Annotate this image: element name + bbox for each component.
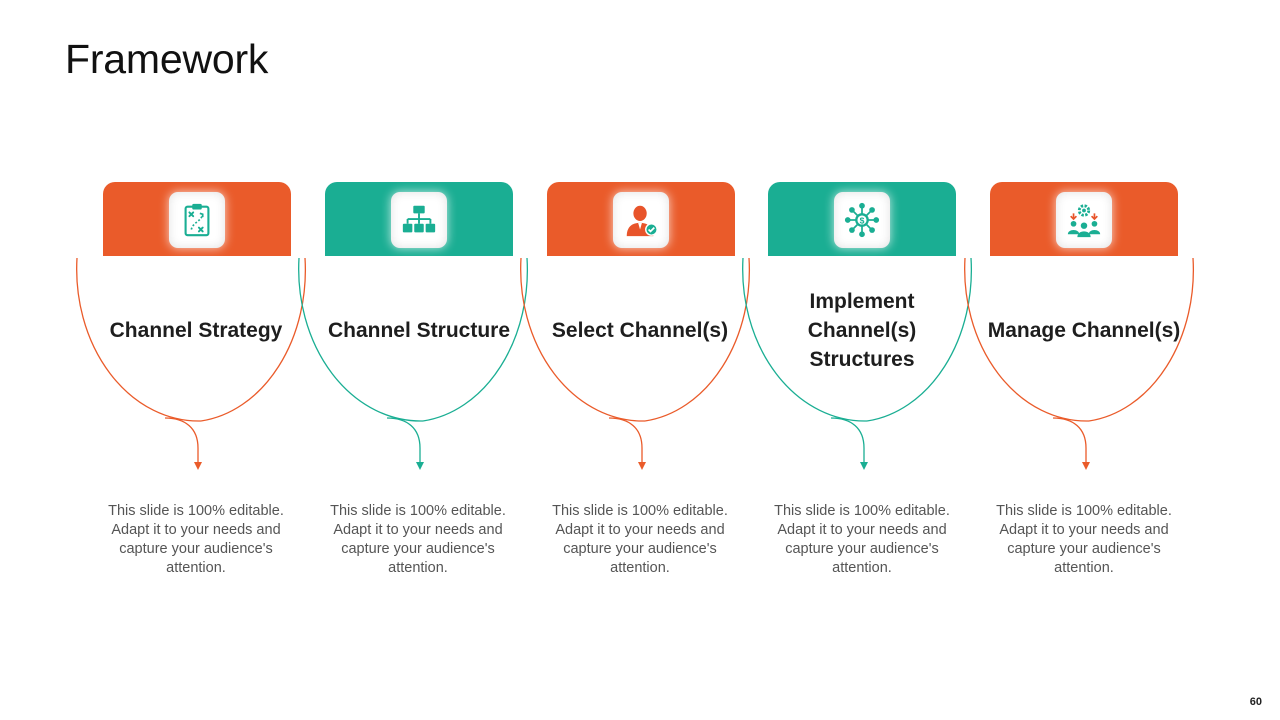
arrow-head-5 bbox=[1082, 462, 1090, 470]
connector-hook-3 bbox=[608, 417, 643, 463]
arrow-head-4 bbox=[860, 462, 868, 470]
icon-box-1 bbox=[169, 192, 225, 248]
org-chart-icon bbox=[402, 205, 436, 233]
step-header-3 bbox=[547, 182, 735, 256]
step-description-5: This slide is 100% editable. Adapt it to… bbox=[996, 503, 1172, 576]
svg-text:$: $ bbox=[860, 215, 865, 225]
step-title-3: Select Channel(s) bbox=[551, 318, 729, 342]
connector-arc-right-3 bbox=[644, 257, 751, 422]
step-title-1: Channel Strategy bbox=[109, 318, 283, 342]
connector-hook-4 bbox=[830, 417, 865, 463]
icon-box-5 bbox=[1056, 192, 1112, 248]
step-header-5 bbox=[990, 182, 1178, 256]
icon-box-4: $ bbox=[834, 192, 890, 248]
connector-arc-right-2 bbox=[422, 257, 529, 422]
icon-box-2 bbox=[391, 192, 447, 248]
connector-hook-5 bbox=[1052, 417, 1087, 463]
step-description-3: This slide is 100% editable. Adapt it to… bbox=[552, 503, 728, 576]
connector-arc-1 bbox=[76, 257, 202, 422]
connector-hook-2 bbox=[386, 417, 421, 463]
step-title-2: Channel Structure bbox=[327, 318, 511, 342]
step-header-4: $ bbox=[768, 182, 956, 256]
connector-arc-2 bbox=[298, 257, 424, 422]
step-title-4: Implement Channel(s) Structures bbox=[807, 289, 917, 371]
connector-arc-4 bbox=[742, 257, 868, 422]
arrow-head-2 bbox=[416, 462, 424, 470]
connector-arc-3 bbox=[520, 257, 646, 422]
step-header-2 bbox=[325, 182, 513, 256]
team-gear-icon bbox=[1067, 204, 1101, 238]
slide-title: Framework bbox=[65, 36, 269, 82]
network-hub-icon: $ bbox=[844, 202, 880, 238]
connector-arc-5 bbox=[964, 257, 1090, 422]
icon-box-3 bbox=[613, 192, 669, 248]
arrow-head-3 bbox=[638, 462, 646, 470]
strategy-clipboard-icon bbox=[184, 203, 210, 237]
step-description-1: This slide is 100% editable. Adapt it to… bbox=[108, 503, 284, 576]
step-description-2: This slide is 100% editable. Adapt it to… bbox=[330, 503, 506, 576]
connector-arc-right-1 bbox=[200, 257, 307, 422]
arrow-head-1 bbox=[194, 462, 202, 470]
verified-person-icon bbox=[626, 205, 658, 237]
step-title-5: Manage Channel(s) bbox=[987, 318, 1181, 342]
connector-arc-right-5 bbox=[1088, 257, 1195, 422]
page-number: 60 bbox=[1249, 696, 1262, 708]
connector-arc-right-4 bbox=[866, 257, 973, 422]
connector-hook-1 bbox=[164, 417, 199, 463]
step-description-4: This slide is 100% editable. Adapt it to… bbox=[774, 503, 950, 576]
step-header-1 bbox=[103, 182, 291, 256]
